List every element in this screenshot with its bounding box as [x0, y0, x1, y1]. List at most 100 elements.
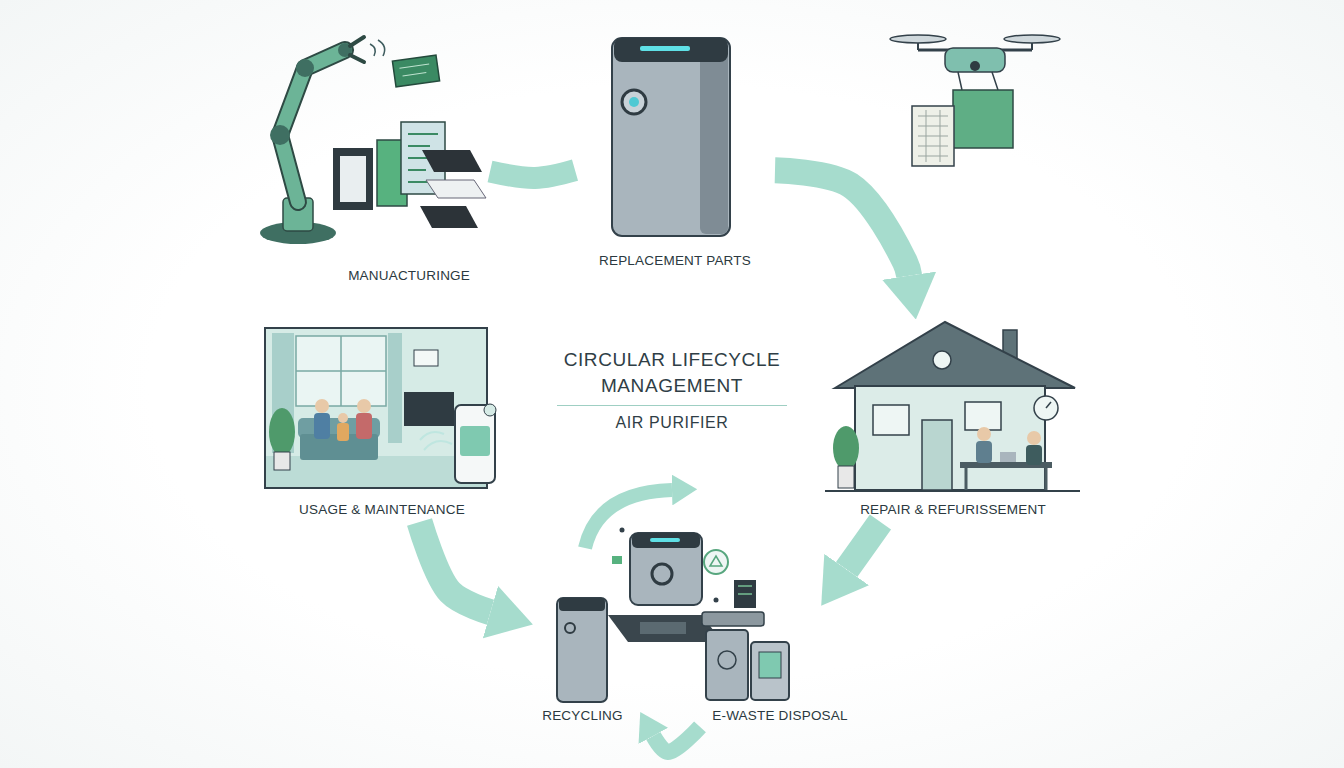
recycling-purifier — [557, 598, 607, 702]
stage-label: E-WASTE DISPOSAL — [712, 708, 847, 724]
living-room-illustration — [420, 432, 452, 450]
repair-house-illustration — [1034, 396, 1058, 420]
robot-arm-illustration — [422, 150, 482, 172]
delivery-drone — [890, 35, 1060, 166]
e-waste-bins — [718, 651, 736, 669]
air-purifier-illustration — [700, 46, 728, 234]
repair-house-illustration — [965, 402, 1001, 430]
living-room-illustration — [460, 426, 490, 456]
living-room-illustration — [265, 328, 496, 488]
disassembled-purifier — [630, 533, 702, 605]
delivery-drone — [970, 61, 980, 71]
robot-arm-illustration — [340, 156, 366, 202]
subtitle-label: AIR PURIFIER — [517, 414, 827, 432]
stage-label: REPLACEMENT PARTS — [599, 253, 751, 269]
recycling-purifier — [565, 623, 575, 633]
stage-region: E-WASTE DISPOSAL — [700, 600, 860, 728]
disassembled-purifier — [714, 598, 719, 603]
stage-region: MANUACTURINGE — [250, 20, 490, 288]
repair-house-illustration — [966, 468, 1046, 490]
repair-house-illustration — [922, 420, 952, 490]
repair-house-illustration — [1026, 445, 1042, 465]
living-room-illustration — [337, 423, 349, 441]
robot-arm-illustration — [420, 206, 478, 228]
living-room-illustration — [314, 413, 330, 439]
disassembled-purifier — [710, 556, 722, 566]
delivery-drone — [1004, 35, 1060, 43]
cycle-arrow — [420, 522, 491, 612]
air-purifier-illustration — [622, 90, 646, 114]
recycling-purifier — [559, 598, 605, 611]
disassembled-purifier — [640, 622, 686, 634]
robot-arm-illustration — [392, 55, 439, 87]
e-waste-bins — [702, 612, 764, 626]
stage-label: REPAIR & REFURISSEMENT — [860, 502, 1046, 518]
robot-arm-illustration — [260, 37, 486, 244]
living-room-illustration — [266, 456, 486, 487]
diagram-title: CIRCULAR LIFECYCLE MANAGEMENT — [517, 347, 827, 398]
repair-house-illustration — [1046, 402, 1051, 408]
cycle-arrow — [653, 727, 700, 752]
delivery-drone — [912, 106, 954, 166]
disassembled-purifier — [632, 533, 700, 548]
robot-arm-illustration — [270, 125, 290, 145]
repair-house-illustration — [1027, 431, 1041, 445]
e-waste-bins — [706, 630, 748, 700]
delivery-drone — [918, 110, 948, 162]
air-purifier-illustration — [629, 97, 639, 107]
recycling-purifier — [557, 598, 607, 702]
disassembled-purifier — [620, 528, 625, 533]
living-room-illustration — [274, 452, 290, 470]
title-block: CIRCULAR LIFECYCLE MANAGEMENT AIR PURIFIE… — [517, 347, 827, 432]
stage-label: RECYCLING — [542, 708, 623, 724]
cycle-arrow — [847, 522, 881, 570]
stage-region: REPLACEMENT PARTS — [575, 28, 775, 273]
delivery-drone — [890, 35, 946, 43]
robot-arm-illustration — [296, 59, 314, 77]
repair-house-illustration — [933, 351, 951, 369]
air-purifier-illustration — [640, 46, 690, 51]
repair-house-illustration — [835, 322, 1075, 388]
repair-house-illustration — [976, 441, 992, 463]
repair-house-illustration — [833, 426, 859, 470]
e-waste-bins — [759, 652, 781, 678]
robot-arm-illustration — [350, 37, 364, 62]
e-waste-bins — [702, 612, 789, 700]
air-purifier-illustration — [614, 38, 728, 62]
delivery-drone — [945, 48, 1005, 72]
robot-arm-illustration — [399, 64, 430, 76]
robot-arm-illustration — [426, 180, 486, 198]
living-room-illustration — [315, 399, 329, 413]
stage-region: RECYCLING — [530, 588, 635, 728]
air-purifier-illustration — [612, 38, 730, 236]
disassembled-purifier — [704, 550, 728, 574]
living-room-illustration — [388, 333, 402, 443]
delivery-drone — [953, 90, 1013, 148]
disassembled-purifier — [734, 580, 756, 608]
robot-arm-illustration — [370, 40, 385, 56]
robot-arm-illustration — [333, 148, 373, 210]
cycle-arrow — [775, 170, 909, 275]
cycle-arrow — [490, 170, 575, 178]
repair-house-illustration — [825, 490, 1080, 492]
living-room-illustration — [265, 328, 487, 488]
living-room-illustration — [404, 392, 454, 426]
repair-house-illustration — [873, 405, 909, 435]
connector-group — [420, 170, 910, 752]
disassembled-purifier — [652, 564, 672, 584]
disassembled-purifier — [650, 538, 680, 542]
stage-label: MANUACTURINGE — [348, 268, 470, 284]
living-room-illustration — [269, 408, 295, 456]
living-room-illustration — [296, 336, 386, 406]
living-room-illustration — [356, 413, 372, 439]
stage-label: USAGE & MAINTENANCE — [299, 502, 465, 518]
stage-region: REPAIR & REFURISSEMENT — [822, 318, 1084, 522]
living-room-illustration — [414, 350, 438, 366]
living-room-illustration — [455, 405, 495, 483]
e-waste-bins — [751, 642, 789, 700]
delivery-drone — [958, 72, 998, 90]
air-purifier-illustration — [612, 38, 730, 236]
living-room-illustration — [357, 399, 371, 413]
repair-house-illustration — [855, 386, 1045, 490]
